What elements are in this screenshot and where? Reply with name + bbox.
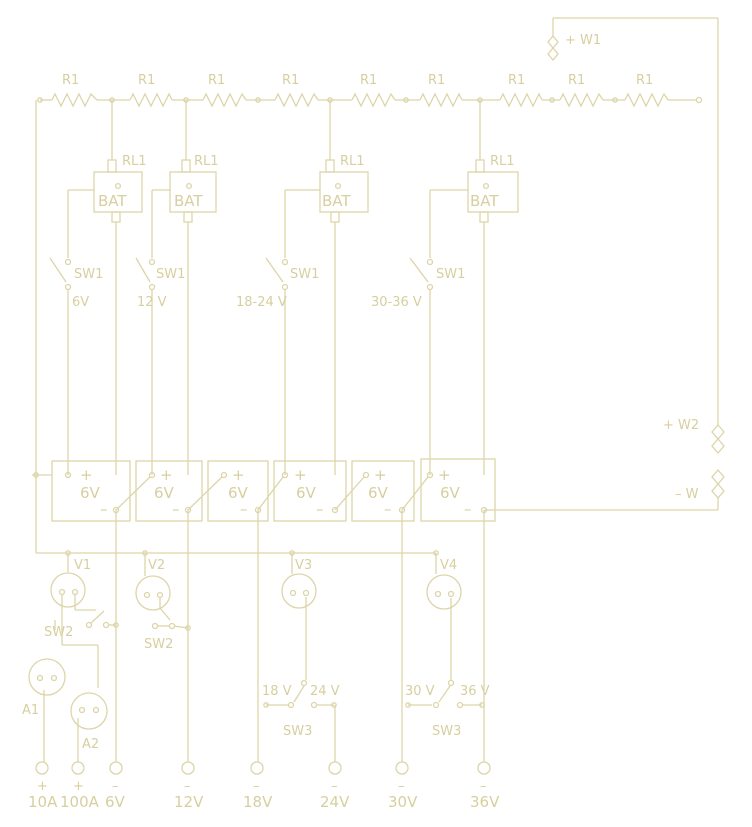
cell-minus-1: –	[100, 500, 108, 518]
sw3-label-1: SW3	[283, 724, 312, 739]
sw3-switches	[263, 597, 485, 709]
cell-plus-6: +	[438, 466, 451, 484]
relay-block-4	[426, 100, 519, 266]
relay-label-1: RL1	[122, 154, 147, 169]
relay-verticals	[115, 222, 485, 475]
resistor-label-6: R1	[428, 73, 445, 88]
terminal-sign-10a: +	[37, 779, 48, 794]
sw3-label-2: SW3	[432, 724, 461, 739]
terminal-label-12v: 12V	[174, 793, 204, 811]
cell-minus-2: –	[172, 500, 180, 518]
sw3-position-24: 24 V	[310, 684, 340, 699]
battery-label-4: BAT	[470, 192, 499, 210]
sw2-label-2: SW2	[144, 637, 173, 652]
w-connector	[711, 469, 725, 499]
cell-plus-3: +	[232, 466, 245, 484]
terminal-label-18v: 18V	[243, 793, 273, 811]
cell-plus-2: +	[160, 466, 173, 484]
cell-voltage-3: 6V	[228, 484, 249, 502]
resistor-label-9: R1	[636, 73, 653, 88]
terminal-sign-100a: +	[73, 779, 84, 794]
terminal-sign-24v: –	[331, 779, 338, 794]
voltmeter-v4	[426, 574, 462, 610]
ammeter-label-a1: A1	[22, 703, 39, 718]
terminal-label-6v: 6V	[105, 793, 126, 811]
cell-minus-4: –	[316, 500, 324, 518]
w-label: – W	[675, 487, 699, 502]
w1-connector	[547, 34, 559, 62]
terminal-sign-18v: –	[253, 779, 260, 794]
voltmeter-label-v2: V2	[148, 558, 165, 573]
cell-voltage-5: 6V	[368, 484, 389, 502]
w2-label: + W2	[663, 418, 699, 433]
sw2-label-1: SW2	[44, 625, 73, 640]
terminal-sign-30v: –	[398, 779, 405, 794]
cell-voltage-1: 6V	[80, 484, 101, 502]
cell-voltage-6: 6V	[440, 484, 461, 502]
resistor-label-5: R1	[360, 73, 377, 88]
output-terminals	[35, 761, 491, 775]
sw1-label-1: SW1	[74, 267, 103, 282]
terminal-sign-36v: –	[480, 779, 487, 794]
sw1-label-2: SW1	[156, 267, 185, 282]
cell-plus-1: +	[80, 466, 93, 484]
cell-minus-6: –	[464, 500, 472, 518]
battery-label-3: BAT	[322, 192, 351, 210]
sw3-position-36: 36 V	[460, 684, 490, 699]
relay-block-1	[64, 100, 143, 266]
voltmeter-v1	[50, 572, 86, 608]
relay-label-2: RL1	[194, 154, 219, 169]
sw1-label-3: SW1	[290, 267, 319, 282]
sw1-position-1: 6V	[72, 295, 89, 310]
cell-plus-5: +	[374, 466, 387, 484]
terminal-sign-12v: –	[184, 779, 191, 794]
battery-label-1: BAT	[98, 192, 127, 210]
ammeter-a1	[28, 658, 66, 696]
voltmeter-label-v1: V1	[74, 558, 91, 573]
voltmeter-label-v3: V3	[295, 558, 312, 573]
battery-label-2: BAT	[174, 192, 203, 210]
sw1-position-4: 30-36 V	[371, 295, 422, 310]
relay-label-3: RL1	[340, 154, 365, 169]
terminal-label-30v: 30V	[388, 793, 418, 811]
cell-voltage-4: 6V	[296, 484, 317, 502]
sw1-label-4: SW1	[436, 267, 465, 282]
relay-label-4: RL1	[490, 154, 515, 169]
resistor-label-3: R1	[208, 73, 225, 88]
resistor-label-2: R1	[138, 73, 155, 88]
voltmeter-v2	[135, 575, 171, 611]
external-wiring	[484, 17, 725, 511]
resistor-chain	[37, 92, 703, 108]
sw3-position-30: 30 V	[405, 684, 435, 699]
terminal-label-24v: 24V	[320, 793, 350, 811]
sw3-position-18: 18 V	[262, 684, 292, 699]
voltmeter-v3	[281, 573, 317, 609]
w2-connector	[711, 424, 725, 454]
cell-minus-3: –	[240, 500, 248, 518]
sw1-position-2: 12 V	[137, 295, 167, 310]
resistor-label-1: R1	[62, 73, 79, 88]
sw1-switches	[49, 257, 434, 475]
voltmeter-label-v4: V4	[440, 558, 457, 573]
terminal-sign-6v: –	[112, 779, 119, 794]
w1-label: + W1	[565, 33, 601, 48]
sw2-switches	[54, 595, 191, 631]
cell-plus-4: +	[294, 466, 307, 484]
output-wires	[115, 510, 485, 762]
resistor-label-4: R1	[282, 73, 299, 88]
relay-block-3	[281, 100, 369, 266]
sw1-position-3: 18-24 V	[236, 295, 287, 310]
resistor-label-8: R1	[568, 73, 585, 88]
relay-block-2	[148, 100, 217, 266]
terminal-label-36v: 36V	[470, 793, 500, 811]
cell-voltage-2: 6V	[154, 484, 175, 502]
measurement-bus	[35, 100, 439, 576]
ammeter-label-a2: A2	[82, 737, 99, 752]
terminal-label-100a: 100A	[60, 793, 100, 811]
terminal-label-10a: 10A	[28, 793, 58, 811]
resistor-label-7: R1	[508, 73, 525, 88]
ammeter-a2	[70, 692, 108, 730]
cell-minus-5: –	[384, 500, 392, 518]
